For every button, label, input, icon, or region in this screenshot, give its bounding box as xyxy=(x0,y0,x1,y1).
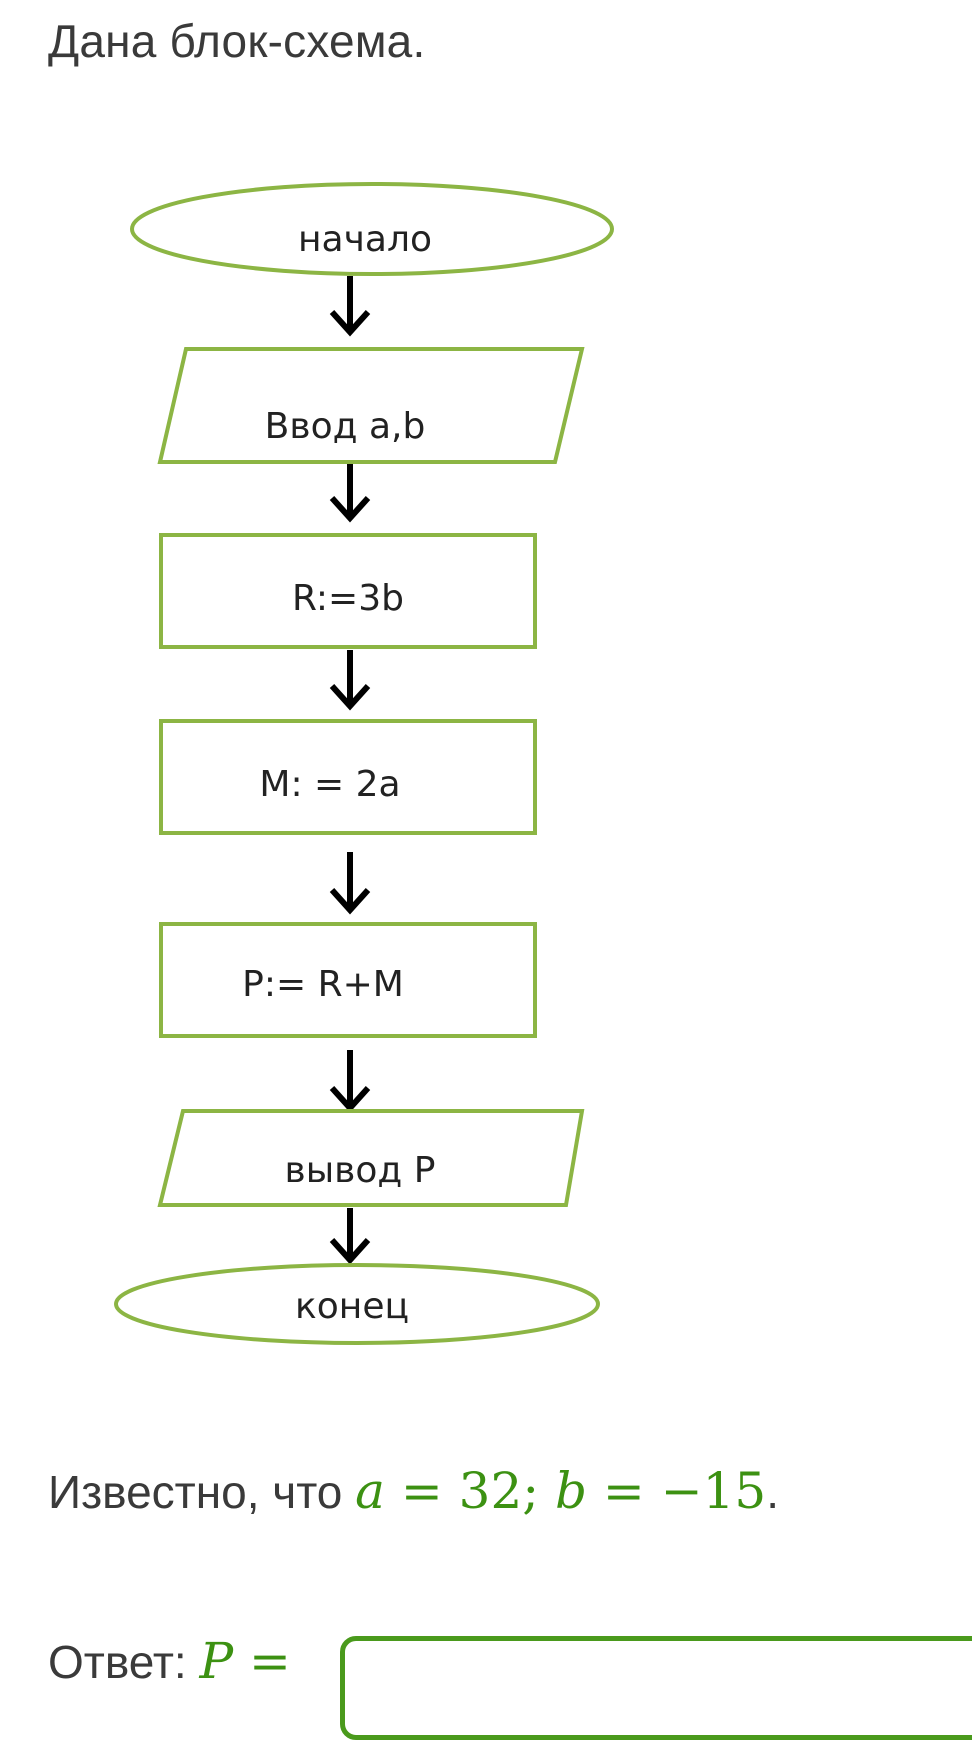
given-values: Известно, что a = 32; b = −15. xyxy=(48,1462,779,1520)
process-block-p: P:= R+M xyxy=(159,922,537,1038)
process-block-m: M: = 2a xyxy=(159,719,537,835)
process-block-r: R:=3b xyxy=(159,533,537,649)
given-eq-a: = 32; xyxy=(384,1462,556,1520)
start-terminal: начало xyxy=(130,182,614,276)
page-title: Дана блок-схема. xyxy=(48,15,426,67)
answer-input[interactable] xyxy=(340,1636,972,1740)
var-b: b xyxy=(555,1462,588,1520)
arrow-down-icon xyxy=(329,650,371,711)
given-suffix: . xyxy=(766,1466,780,1518)
arrow-down-icon xyxy=(329,1208,371,1265)
start-label: начало xyxy=(298,219,432,260)
process-m-label: M: = 2a xyxy=(259,764,400,805)
given-eq-b: = −15 xyxy=(587,1462,767,1520)
var-a: a xyxy=(355,1462,385,1520)
output-block: вывод P xyxy=(157,1109,585,1207)
given-formula: a = 32; b = −15 xyxy=(355,1462,766,1520)
process-r-label: R:=3b xyxy=(292,578,404,619)
input-label: Ввод a,b xyxy=(265,406,426,447)
answer-label: Ответ: xyxy=(48,1636,187,1688)
flowchart: начало Ввод a,b R:=3b M: = 2a P:= R+M xyxy=(114,182,614,1345)
input-block: Ввод a,b xyxy=(157,347,585,464)
given-prefix: Известно, что xyxy=(48,1466,343,1518)
answer-var: P xyxy=(199,1632,234,1690)
end-label: конец xyxy=(295,1286,409,1327)
arrow-down-icon xyxy=(329,852,371,915)
process-p-label: P:= R+M xyxy=(242,964,404,1005)
answer-eq: = xyxy=(233,1632,291,1690)
answer-formula: P = xyxy=(199,1632,290,1690)
answer-row: Ответ: P = xyxy=(48,1632,291,1690)
output-label: вывод P xyxy=(285,1150,436,1191)
end-terminal: конец xyxy=(114,1263,600,1345)
arrow-down-icon xyxy=(329,276,371,337)
arrow-down-icon xyxy=(329,464,371,523)
arrow-down-icon xyxy=(329,1050,371,1113)
